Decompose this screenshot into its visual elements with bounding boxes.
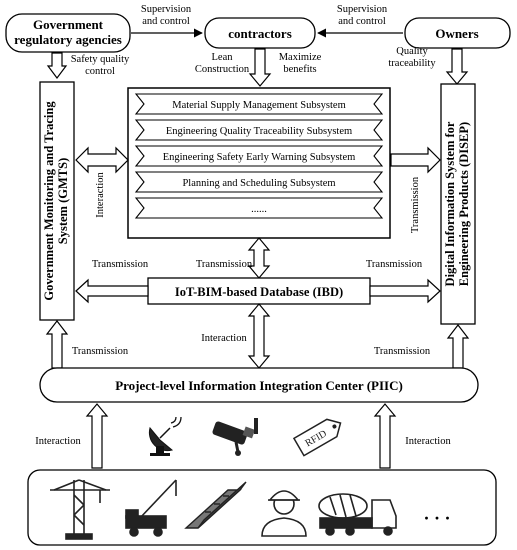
- label-safety-quality-1: Safety quality: [71, 54, 130, 65]
- subsystem-ribbon: [134, 197, 384, 219]
- gov-label-1: Government: [33, 17, 104, 32]
- arrow-center-gmts: [45, 320, 69, 369]
- label-quality-trace-1: Quality: [396, 46, 428, 57]
- contractors-box: contractors: [204, 17, 316, 49]
- label-transmission-db-middle: Transmission: [196, 259, 253, 270]
- label-quality-trace-2: traceability: [388, 58, 436, 69]
- subsystem-list: Material Supply Management SubsystemEngi…: [134, 93, 384, 219]
- subsystem-ribbon: [134, 171, 384, 193]
- label-transmission-disep-center: Transmission: [374, 346, 431, 357]
- subsystem-label: Material Supply Management Subsystem: [172, 100, 346, 111]
- label-transmission-right-vertical: Transmission: [410, 176, 421, 233]
- arrow-devices-center-right: [373, 403, 397, 469]
- database-label: IoT-BIM-based Database (IBD): [175, 285, 343, 299]
- concrete-mixer-truck-icon: [318, 493, 397, 536]
- label-interaction-bottom-right: Interaction: [405, 436, 451, 447]
- label-transmission-gmts-center: Transmission: [72, 346, 129, 357]
- label-owners-contractors-2: and control: [338, 16, 386, 27]
- subsystem-ribbon: [134, 145, 384, 167]
- tower-crane-icon: [50, 479, 110, 540]
- subsystem-label: ......: [251, 204, 267, 215]
- precast-beam-icon: [184, 481, 247, 529]
- owners-label: Owners: [435, 26, 478, 41]
- gmts-label-2: System (GMTS): [56, 158, 70, 244]
- arrow-database-disep: [369, 278, 441, 304]
- disep-label-2: Engineering Products (DISEP): [457, 122, 471, 286]
- arrow-panel-database: [247, 237, 271, 279]
- arrow-contractors-down: [248, 48, 272, 87]
- label-interaction-db-center: Interaction: [201, 333, 247, 344]
- gmts-box: Government Monitoring and Tracing System…: [39, 81, 75, 321]
- disep-box: Digital Information System for Engineeri…: [440, 83, 476, 325]
- owners-box: Owners: [404, 17, 511, 49]
- contractors-label: contractors: [228, 26, 292, 41]
- subsystem-label: Planning and Scheduling Subsystem: [182, 178, 335, 189]
- satellite-dish-icon: [148, 416, 182, 456]
- arrow-panel-disep: [390, 146, 441, 174]
- label-maximize-2: benefits: [283, 64, 316, 75]
- label-transmission-db-right: Transmission: [366, 259, 423, 270]
- arrow-gmts-panel: [75, 146, 129, 174]
- disep-label-1: Digital Information System for: [443, 121, 457, 286]
- label-lean-2: Construction: [195, 64, 250, 75]
- label-owners-contractors-1: Supervision: [337, 4, 388, 15]
- arrow-database-gmts: [75, 278, 149, 304]
- label-safety-quality-2: control: [85, 66, 115, 77]
- arrow-devices-center-left: [85, 403, 109, 469]
- subsystem-ribbon: [134, 119, 384, 141]
- label-lean-1: Lean: [212, 52, 234, 63]
- arrow-gov-down: [46, 52, 68, 79]
- label-transmission-db-left: Transmission: [92, 259, 149, 270]
- gov-label-2: regulatory agencies: [14, 32, 122, 47]
- subsystem-label: Engineering Quality Traceability Subsyst…: [166, 126, 352, 137]
- worker-helmet-icon: [261, 490, 307, 537]
- devices-ellipsis: · · ·: [423, 508, 450, 528]
- cctv-camera-icon: [212, 418, 258, 456]
- label-gov-contractors-2: and control: [142, 16, 190, 27]
- label-gov-contractors-1: Supervision: [141, 4, 192, 15]
- gmts-label-1: Government Monitoring and Tracing: [42, 101, 56, 301]
- subsystem-label: Engineering Safety Early Warning Subsyst…: [163, 152, 356, 163]
- center-label: Project-level Information Integration Ce…: [115, 378, 403, 393]
- mobile-crane-icon: [125, 479, 177, 537]
- subsystem-ribbon: [134, 93, 384, 115]
- arrow-center-disep: [446, 324, 470, 369]
- label-interaction-bottom-left: Interaction: [35, 436, 81, 447]
- label-interaction-left: Interaction: [95, 172, 106, 218]
- center-box: [39, 367, 479, 403]
- arrow-database-center: [247, 303, 271, 369]
- label-maximize-1: Maximize: [279, 52, 322, 63]
- rfid-tag-icon: RFID: [292, 418, 342, 457]
- gov-box: Government regulatory agencies: [5, 13, 131, 53]
- arrow-owners-down: [445, 48, 469, 85]
